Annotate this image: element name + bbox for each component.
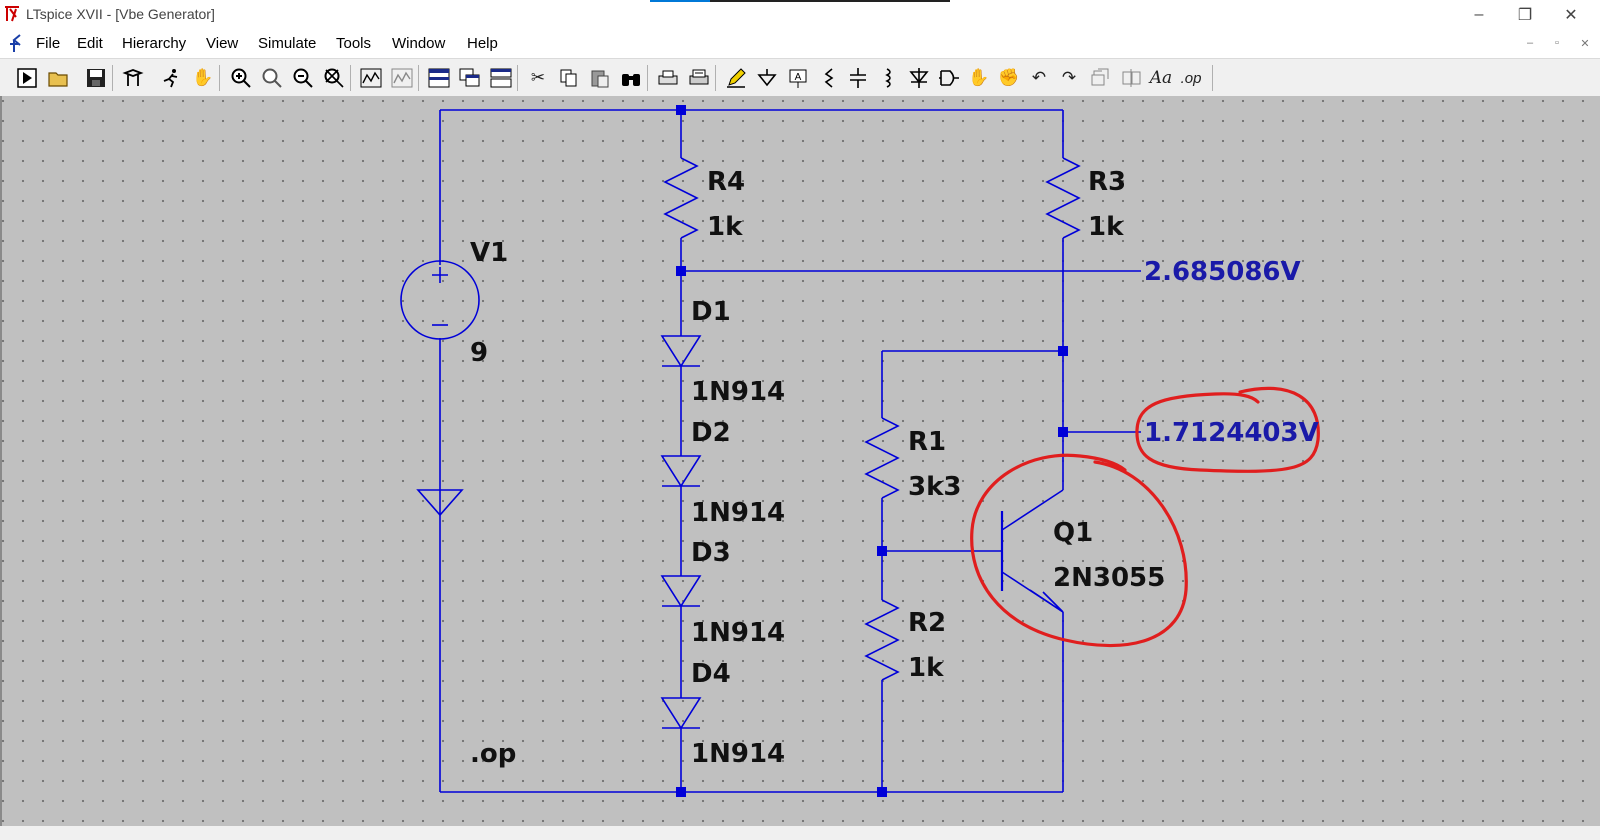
r1-name-label[interactable]: R1 (908, 427, 947, 457)
component-icon[interactable] (936, 65, 962, 91)
menu-bar: File Edit Hierarchy View Simulate Tools … (0, 30, 1600, 58)
print-icon[interactable] (655, 65, 681, 91)
cut-icon[interactable]: ✂ (530, 68, 546, 87)
toolbar-separator (418, 65, 419, 91)
r4-value-label[interactable]: 1k (707, 212, 743, 242)
r3-value-label[interactable]: 1k (1088, 212, 1124, 242)
d4-value-label[interactable]: 1N914 (691, 739, 786, 769)
toolbar-separator (647, 65, 648, 91)
toolbar-separator (112, 65, 113, 91)
toolbar: ✋ ✂ (0, 58, 1600, 98)
schematic-canvas[interactable] (0, 96, 1600, 826)
find-binoculars-icon[interactable] (618, 65, 644, 91)
d3-value-label[interactable]: 1N914 (691, 618, 786, 648)
title-accent-line (650, 0, 950, 2)
r4-name-label[interactable]: R4 (707, 167, 746, 197)
op-directive-label[interactable]: .op (470, 739, 517, 769)
label-net-icon[interactable]: A (785, 65, 811, 91)
menu-simulate[interactable]: Simulate (258, 35, 317, 52)
rotate-icon[interactable] (1088, 65, 1114, 91)
v1-value-label[interactable]: 9 (470, 338, 489, 368)
save-icon[interactable] (83, 65, 109, 91)
run-icon[interactable] (14, 65, 40, 91)
r3-name-label[interactable]: R3 (1088, 167, 1127, 197)
status-strip (0, 826, 1600, 840)
r1-value-label[interactable]: 3k3 (908, 472, 962, 502)
schematic-window-icon[interactable] (426, 65, 452, 91)
tile-windows-icon[interactable] (488, 65, 514, 91)
ltspice-app-icon (5, 6, 19, 22)
control-panel-icon[interactable] (120, 65, 146, 91)
waveform-icon[interactable] (358, 65, 384, 91)
spice-directive-icon[interactable]: .op (1180, 69, 1202, 87)
toolbar-separator (1212, 65, 1213, 91)
redo-icon[interactable]: ↷ (1061, 68, 1077, 87)
menu-tools[interactable]: Tools (336, 35, 372, 52)
q1-name-label[interactable]: Q1 (1053, 518, 1094, 548)
node-voltage-emitter: 1.7124403V (1144, 418, 1319, 448)
open-folder-icon[interactable] (46, 65, 72, 91)
v1-name-label[interactable]: V1 (470, 238, 509, 268)
d1-value-label[interactable]: 1N914 (691, 377, 786, 407)
waveform-grid-icon[interactable] (389, 65, 415, 91)
mdi-close-button[interactable]: ✕ (1580, 38, 1590, 50)
minimize-button[interactable]: – (1474, 6, 1484, 23)
toolbar-separator (219, 65, 220, 91)
zoom-cancel-icon[interactable] (321, 65, 347, 91)
paste-icon[interactable] (587, 65, 613, 91)
toolbar-separator (350, 65, 351, 91)
d1-name-label[interactable]: D1 (691, 297, 731, 327)
zoom-out-icon[interactable] (290, 65, 316, 91)
diode-icon[interactable] (906, 65, 932, 91)
run-man-icon[interactable] (158, 65, 184, 91)
mirror-icon[interactable] (1118, 65, 1144, 91)
resistor-icon[interactable] (816, 65, 842, 91)
mdi-minimize-button[interactable]: – (1526, 37, 1534, 49)
zoom-in-icon[interactable] (228, 65, 254, 91)
r2-name-label[interactable]: R2 (908, 608, 947, 638)
menu-hierarchy[interactable]: Hierarchy (122, 35, 187, 52)
schematic-doc-icon[interactable] (8, 34, 26, 54)
d2-value-label[interactable]: 1N914 (691, 498, 786, 528)
title-bar: LTspice XVII - [Vbe Generator] – ❐ ✕ (0, 0, 1600, 30)
title-accent-highlight (650, 0, 710, 2)
d3-name-label[interactable]: D3 (691, 538, 731, 568)
menu-help[interactable]: Help (467, 35, 498, 52)
mdi-restore-button[interactable]: ▫ (1555, 37, 1559, 49)
d2-name-label[interactable]: D2 (691, 418, 731, 448)
zoom-fit-icon[interactable] (259, 65, 285, 91)
menu-edit[interactable]: Edit (77, 35, 103, 52)
capacitor-icon[interactable] (845, 65, 871, 91)
text-icon[interactable]: Aa (1149, 68, 1173, 88)
draw-wire-pencil-icon[interactable] (723, 65, 749, 91)
restore-button[interactable]: ❐ (1517, 7, 1533, 24)
drag-hand-icon[interactable]: ✊ (998, 68, 1020, 87)
move-hand-icon[interactable]: ✋ (968, 68, 990, 87)
pan-hand-icon[interactable]: ✋ (192, 68, 214, 87)
menu-view[interactable]: View (206, 35, 239, 52)
ground-icon[interactable] (754, 65, 780, 91)
close-button[interactable]: ✕ (1564, 7, 1578, 24)
r2-value-label[interactable]: 1k (908, 653, 944, 683)
cascade-windows-icon[interactable] (457, 65, 483, 91)
undo-icon[interactable]: ↶ (1031, 68, 1047, 87)
toolbar-separator (517, 65, 518, 91)
menu-window[interactable]: Window (392, 35, 446, 52)
d4-name-label[interactable]: D4 (691, 659, 731, 689)
menu-file[interactable]: File (36, 35, 61, 52)
inductor-icon[interactable] (875, 65, 901, 91)
window-title: LTspice XVII - [Vbe Generator] (26, 6, 215, 22)
copy-icon[interactable] (556, 65, 582, 91)
toolbar-separator (715, 65, 716, 91)
q1-value-label[interactable]: 2N3055 (1053, 563, 1166, 593)
node-voltage-diodes: 2.685086V (1144, 257, 1301, 287)
svg-text:A: A (795, 72, 802, 83)
print-preview-icon[interactable] (686, 65, 712, 91)
